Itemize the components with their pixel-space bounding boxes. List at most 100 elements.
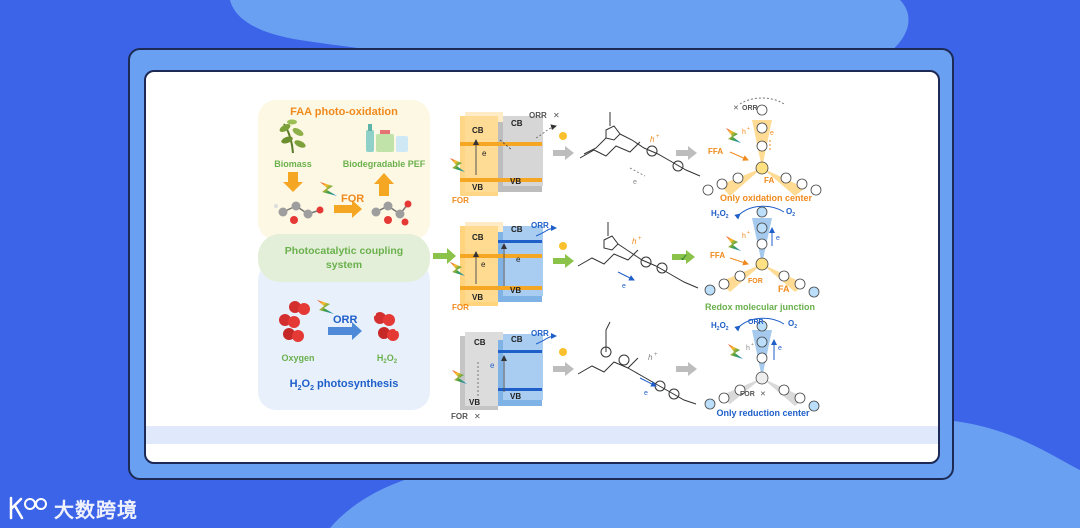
svg-text:e: e (490, 361, 495, 370)
svg-text:e: e (516, 255, 521, 264)
svg-text:CB: CB (511, 119, 523, 128)
coupling-label-line2: system (326, 259, 362, 271)
svg-text:CB: CB (511, 225, 523, 234)
lamp-icons (559, 132, 567, 356)
orr-label: ORR (333, 314, 358, 326)
svg-text:+: + (638, 236, 642, 242)
bottom-band (146, 426, 938, 444)
svg-text:e: e (776, 235, 780, 242)
h2o2-molecules-icon (372, 312, 399, 341)
svg-text:FOR: FOR (748, 278, 763, 285)
oxidation-center-structure: h + e FFA FA ORR ✕ (702, 97, 822, 196)
svg-text:FFA: FFA (708, 147, 723, 156)
svg-text:FOR: FOR (740, 391, 755, 398)
band-diagram-row-3: CB VB CB VB ORR FOR ✕ e (451, 329, 557, 421)
oxygen-molecules-icon (279, 301, 310, 342)
watermark-k-icon (9, 496, 47, 520)
redox-junction-label: Redox molecular junction (705, 302, 815, 312)
svg-text:FOR: FOR (451, 412, 468, 421)
svg-text:✕: ✕ (760, 391, 766, 398)
redox-junction-structure: h + e FFA FOR FA H2O2 O2 (704, 205, 820, 298)
svg-text:VB: VB (472, 183, 483, 192)
svg-text:e: e (482, 149, 487, 158)
svg-text:+: + (656, 134, 660, 140)
svg-text:e: e (770, 130, 774, 137)
fdca-molecule-icon (371, 200, 412, 226)
svg-text:✕: ✕ (553, 111, 560, 120)
svg-text:VB: VB (510, 392, 521, 401)
faa-title: FAA photo-oxidation (290, 106, 398, 118)
pef-label: Biodegradable PEF (343, 159, 426, 169)
biomass-label: Biomass (274, 159, 312, 169)
svg-text:e: e (622, 283, 626, 290)
svg-text:+: + (751, 342, 754, 348)
only-reduction-label: Only reduction center (716, 408, 810, 418)
coupling-label-line1: Photocatalytic coupling (285, 245, 403, 257)
svg-text:e: e (778, 345, 782, 352)
svg-text:✕: ✕ (474, 412, 481, 421)
svg-text:ORR: ORR (531, 329, 549, 338)
biomass-plant-icon (279, 119, 306, 154)
orr-right-arrow (328, 322, 362, 340)
for-right-arrow (334, 200, 362, 218)
h2o2-photosynthesis-title: H2O2 photosynthesis (290, 378, 399, 392)
svg-text:VB: VB (469, 398, 480, 407)
hole-label-2: h (632, 237, 637, 246)
orr-light-bolt-icon (317, 300, 334, 314)
svg-text:CB: CB (472, 126, 484, 135)
row3-grey-arrow (553, 362, 574, 376)
biomass-down-arrow (283, 172, 303, 192)
svg-text:+: + (747, 126, 750, 132)
svg-text:e: e (644, 390, 648, 397)
hole-label-1: h (650, 135, 655, 144)
svg-text:✕: ✕ (733, 105, 739, 112)
h2o2-label: H2O2 (377, 353, 398, 365)
svg-text:FOR: FOR (452, 196, 469, 205)
svg-text:H2O2: H2O2 (711, 321, 729, 332)
hmf-molecule-icon (274, 201, 324, 224)
svg-text:ORR: ORR (531, 221, 549, 230)
light-bolt-icon (320, 182, 337, 196)
only-oxidation-label: Only oxidation center (720, 193, 813, 203)
svg-text:VB: VB (510, 177, 521, 186)
row3-to-right-arrow (676, 362, 697, 376)
left-panel: FAA photo-oxidation Biomass Biodegradabl… (258, 100, 430, 410)
watermark-logo: 大数跨境 (8, 494, 138, 522)
reduction-center-structure: h + e H2O2 O2 ORR FOR ✕ (704, 317, 820, 412)
svg-text:H2O2: H2O2 (711, 209, 729, 220)
svg-text:O2: O2 (786, 207, 795, 218)
svg-text:+: + (654, 352, 658, 358)
row2-green-arrow (553, 254, 574, 268)
watermark-text: 大数跨境 (54, 497, 138, 522)
svg-text:FA: FA (778, 284, 790, 294)
svg-text:CB: CB (472, 233, 484, 242)
band-diagram-row-1: CB VB CB VB ORR ✕ FOR e (450, 111, 560, 205)
svg-text:h: h (746, 345, 750, 352)
svg-text:O2: O2 (788, 319, 797, 330)
molecule-row-3 (577, 321, 697, 405)
molecule-row-2 (577, 222, 699, 289)
hole-label-3: h (648, 353, 653, 362)
svg-text:h: h (742, 129, 746, 136)
svg-text:VB: VB (510, 286, 521, 295)
svg-text:FOR: FOR (452, 303, 469, 312)
coupling-to-bands-arrow (433, 248, 456, 264)
svg-text:ORR: ORR (748, 319, 764, 326)
for-label: FOR (341, 193, 364, 205)
oxygen-label: Oxygen (281, 353, 314, 363)
reduction-box (258, 262, 430, 410)
band-diagram-row-2: CB VB CB VB ORR FOR e e (450, 221, 557, 312)
coupling-box (258, 234, 430, 282)
svg-text:ORR: ORR (742, 105, 758, 112)
svg-text:h: h (742, 233, 746, 240)
pef-bottles-icon (366, 124, 408, 152)
row2-check-mark: ✓ (680, 253, 688, 264)
svg-text:FFA: FFA (710, 251, 725, 260)
row1-grey-arrow (553, 146, 574, 160)
pef-up-arrow (374, 173, 394, 196)
svg-text:ORR: ORR (529, 111, 547, 120)
row1-to-right-arrow (676, 146, 697, 160)
svg-text:FA: FA (764, 176, 774, 185)
svg-text:e: e (481, 260, 486, 269)
